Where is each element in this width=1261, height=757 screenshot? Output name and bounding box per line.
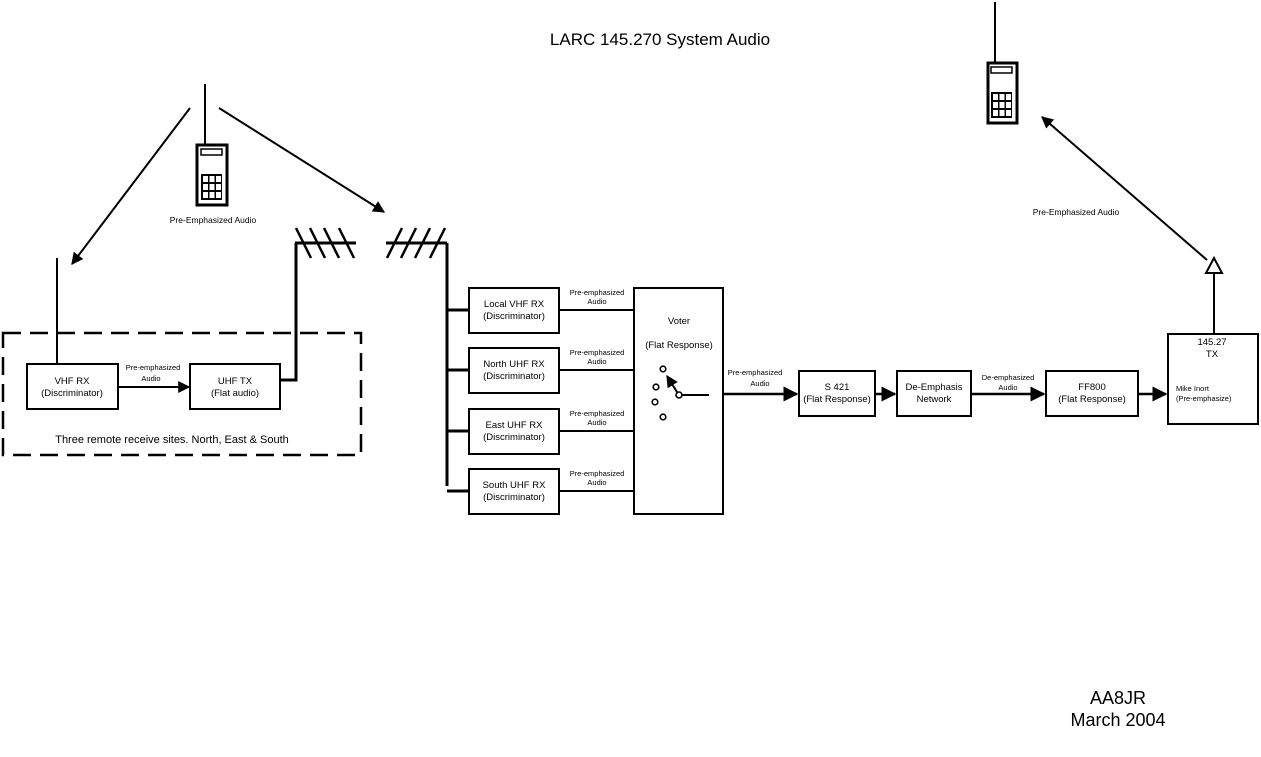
svg-text:Audio: Audio <box>750 379 769 388</box>
rf-arrow-to-site <box>218 107 386 213</box>
svg-text:Audio: Audio <box>587 297 606 306</box>
svg-text:Audio: Audio <box>587 478 606 487</box>
receiver-type: (Discriminator) <box>483 492 545 503</box>
receiver-rect <box>468 408 560 455</box>
diagram-title: LARC 145.270 System Audio <box>550 30 770 49</box>
de-emphasis-network-box: De-Emphasis Network <box>896 370 972 417</box>
s421-box: S 421 (Flat Response) <box>798 370 876 417</box>
remote-site-caption: Three remote receive sites. North, East … <box>55 434 289 446</box>
rf-arrow-to-handheld <box>1041 116 1208 261</box>
receiver-type: (Discriminator) <box>483 371 545 382</box>
receiver-link-label: Pre-emphasized <box>570 288 625 297</box>
receiver-link-label: Pre-emphasized <box>570 409 625 418</box>
svg-text:FF800: FF800 <box>1078 382 1105 393</box>
receiver-rect <box>468 287 560 334</box>
remote-link-label: Pre-emphasized <box>126 363 181 372</box>
svg-text:Audio: Audio <box>587 418 606 427</box>
svg-text:(Pre-emphasize): (Pre-emphasize) <box>1176 394 1232 403</box>
receiver-link-label: Pre-emphasized <box>570 469 625 478</box>
svg-text:Audio: Audio <box>587 357 606 366</box>
tx-box: 145.27 TX Mike Inort (Pre-emphasize) <box>1167 333 1259 425</box>
svg-text:Mike Inort: Mike Inort <box>1176 384 1210 393</box>
svg-text:VHF RX: VHF RX <box>55 376 91 387</box>
svg-text:Network: Network <box>917 394 952 405</box>
tx-antenna-icon <box>1204 255 1224 334</box>
voter-switch-icon <box>651 365 709 421</box>
ff800-box: FF800 (Flat Response) <box>1045 370 1139 417</box>
deemph-output-label: De-emphasized <box>982 373 1035 382</box>
svg-text:(Discriminator): (Discriminator) <box>41 388 103 399</box>
svg-text:De-Emphasis: De-Emphasis <box>905 382 962 393</box>
receiver-box: North UHF RX(Discriminator) Pre-emphasize… <box>447 347 634 394</box>
receiver-name: East UHF RX <box>485 420 543 431</box>
receiver-box: East UHF RX(Discriminator) Pre-emphasized… <box>447 408 634 455</box>
yagi-antenna-left-icon <box>280 227 356 382</box>
vhf-rx-box: VHF RX (Discriminator) <box>26 363 119 410</box>
svg-text:(Flat Response): (Flat Response) <box>803 394 871 405</box>
rf-arrow-to-remote <box>71 107 191 265</box>
diagram-date: March 2004 <box>1070 710 1165 730</box>
receiver-box: Local VHF RX(Discriminator) Pre-emphasize… <box>447 287 634 334</box>
receiver-type: (Discriminator) <box>483 432 545 443</box>
svg-text:Voter: Voter <box>668 316 690 327</box>
handheld-right-label: Pre-Emphasized Audio <box>1033 207 1120 217</box>
uhf-tx-box: UHF TX (Flat audio) <box>189 363 281 410</box>
voter-box: Voter (Flat Response) <box>633 287 724 515</box>
voter-output-label: Pre-emphasized <box>728 368 783 377</box>
handheld-radio-right-icon <box>986 2 1019 125</box>
svg-text:TX: TX <box>1206 349 1219 360</box>
svg-text:(Flat Response): (Flat Response) <box>1058 394 1126 405</box>
svg-text:S 421: S 421 <box>825 382 850 393</box>
svg-text:Audio: Audio <box>141 374 160 383</box>
receiver-name: North UHF RX <box>483 359 545 370</box>
receiver-type: (Discriminator) <box>483 311 545 322</box>
receiver-box: South UHF RX(Discriminator) Pre-emphasize… <box>447 468 634 515</box>
handheld-radio-icon <box>195 84 229 207</box>
handheld-left-label: Pre-Emphasized Audio <box>170 215 257 225</box>
receiver-name: South UHF RX <box>483 480 546 491</box>
svg-text:(Flat audio): (Flat audio) <box>211 388 259 399</box>
svg-text:UHF TX: UHF TX <box>218 376 253 387</box>
receiver-name: Local VHF RX <box>484 299 545 310</box>
svg-text:145.27: 145.27 <box>1197 337 1226 348</box>
receiver-link-label: Pre-emphasized <box>570 348 625 357</box>
remote-site-group <box>1 331 363 457</box>
svg-text:Audio: Audio <box>998 383 1017 392</box>
svg-text:(Flat Response): (Flat Response) <box>645 340 713 351</box>
author-callsign: AA8JR <box>1090 688 1146 708</box>
receiver-list: Local VHF RX(Discriminator)Pre-emphasize… <box>447 287 634 515</box>
yagi-antenna-right-icon <box>385 227 447 259</box>
